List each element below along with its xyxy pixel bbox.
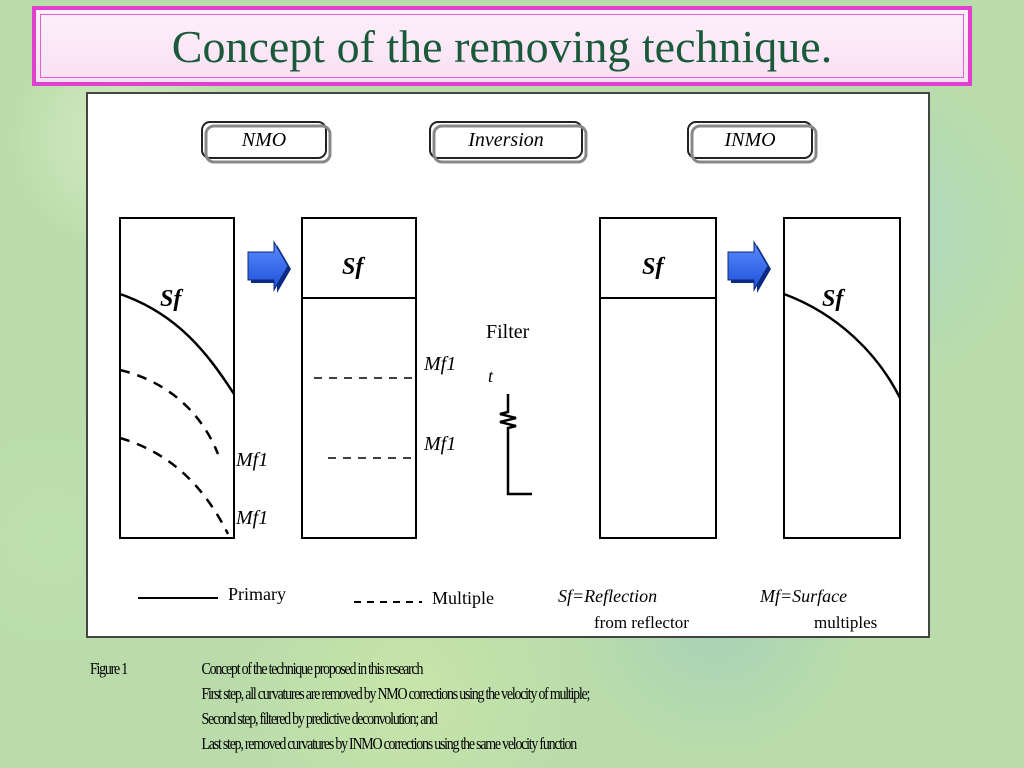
diagram-panel: NMO Inversion INMO Sf Mf1 Mf1 Sf Mf1 Mf1 xyxy=(86,92,930,638)
legend-mf-definition-2: multiples xyxy=(814,613,877,632)
caption-line-2: First step, all curvatures are removed b… xyxy=(201,683,591,703)
caption-line-1: Concept of the technique proposed in thi… xyxy=(201,658,424,678)
caption-label: Figure 1 xyxy=(90,658,128,678)
mf-label-col2-a: Mf1 xyxy=(423,353,456,375)
caption-line-4: Last step, removed curvatures by INMO co… xyxy=(201,733,578,753)
primary-curve-col4 xyxy=(783,292,902,399)
sf-label-col3: Sf xyxy=(642,254,665,280)
legend-mf-definition: Mf=Surface xyxy=(759,586,847,606)
inmo-label: INMO xyxy=(723,129,775,151)
figure-caption: Figure 1 Concept of the technique propos… xyxy=(90,656,828,766)
right-arrow-icon-2 xyxy=(727,240,769,292)
title-banner: Concept of the removing technique. xyxy=(32,6,972,86)
right-arrow-icon-1 xyxy=(247,240,289,292)
sf-label-col2: Sf xyxy=(342,254,365,280)
legend-sf-definition-2: from reflector xyxy=(594,613,689,632)
mf-label-col1-a: Mf1 xyxy=(235,449,268,471)
section-column-1 xyxy=(119,217,235,539)
caption-row-1: Figure 1 Concept of the technique propos… xyxy=(90,656,828,681)
caption-line-3: Second step, filtered by predictive deco… xyxy=(201,708,438,728)
diagram-svg: NMO Inversion INMO Sf Mf1 Mf1 Sf Mf1 Mf1 xyxy=(119,121,902,632)
sf-label-col4: Sf xyxy=(822,286,845,312)
legend-sf-definition: Sf=Reflection xyxy=(558,586,657,606)
time-label: t xyxy=(488,366,494,386)
legend-multiple-label: Multiple xyxy=(432,588,494,608)
sf-label-col1: Sf xyxy=(160,286,183,312)
multiple-curve-col1-b xyxy=(119,436,230,535)
inversion-label: Inversion xyxy=(467,129,544,151)
nmo-label: NMO xyxy=(241,129,286,151)
inversion-label-box: Inversion xyxy=(429,121,588,164)
section-column-3 xyxy=(599,217,717,539)
mf-label-col2-b: Mf1 xyxy=(423,433,456,455)
legend-primary-label: Primary xyxy=(228,584,286,604)
section-column-4 xyxy=(783,217,901,539)
caption-row-3: Second step, filtered by predictive deco… xyxy=(90,706,828,731)
nmo-label-box: NMO xyxy=(201,121,332,164)
caption-row-4: Last step, removed curvatures by INMO co… xyxy=(90,731,828,756)
slide-title: Concept of the removing technique. xyxy=(171,20,833,72)
filter-wavelet xyxy=(499,394,532,496)
primary-curve-col1 xyxy=(119,292,236,395)
multiple-curve-col1-a xyxy=(119,368,220,455)
caption-row-2: First step, all curvatures are removed b… xyxy=(90,681,828,706)
inmo-label-box: INMO xyxy=(687,121,818,164)
filter-label: Filter xyxy=(486,321,530,343)
mf-label-col1-b: Mf1 xyxy=(235,507,268,529)
